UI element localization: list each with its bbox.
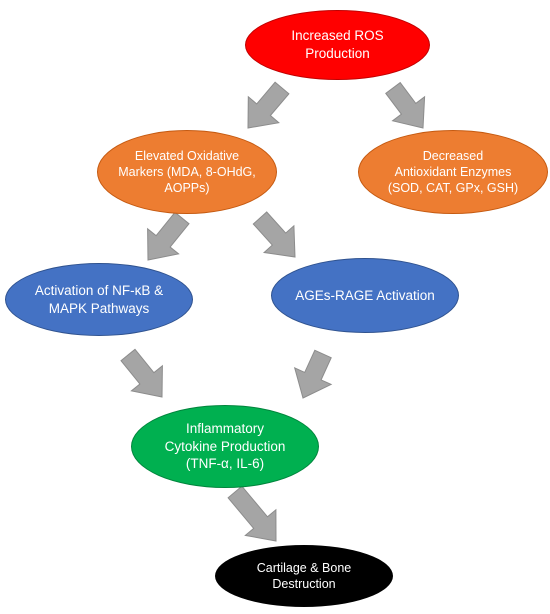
node-cartilage-bone-destruction: Cartilage & Bone Destruction [215,545,393,607]
arrow-oxidative-to-nfkb [147,211,190,261]
node-decreased-antioxidant-enzymes: Decreased Antioxidant Enzymes (SOD, CAT,… [358,130,548,214]
node-label: Cartilage & Bone Destruction [256,560,352,591]
arrow-cytokine-to-destruction [227,485,277,542]
arrow-ros-to-oxidative [247,81,290,129]
arrow-ros-to-antioxidant [385,81,426,129]
node-label: Increased ROS Production [291,28,384,61]
node-label: Activation of NF-κB & MAPK Pathways [34,282,164,316]
node-elevated-oxidative-markers: Elevated Oxidative Markers (MDA, 8-OHdG,… [97,130,277,214]
node-label: Decreased Antioxidant Enzymes (SOD, CAT,… [387,148,519,196]
node-label: AGEs-RAGE Activation [295,287,435,303]
node-label: Inflammatory Cytokine Production (TNF-α,… [164,421,286,472]
node-inflammatory-cytokine-production: Inflammatory Cytokine Production (TNF-α,… [131,405,319,488]
node-increased-ros-production: Increased ROS Production [245,10,430,80]
node-label: Elevated Oxidative Markers (MDA, 8-OHdG,… [118,148,256,196]
arrow-oxidative-to-ages [252,211,296,258]
arrow-nfkb-to-cytokine [120,348,163,398]
node-activation-nfkb-mapk: Activation of NF-κB & MAPK Pathways [5,263,193,336]
node-ages-rage-activation: AGEs-RAGE Activation [271,258,459,333]
arrow-ages-to-cytokine [293,349,333,399]
